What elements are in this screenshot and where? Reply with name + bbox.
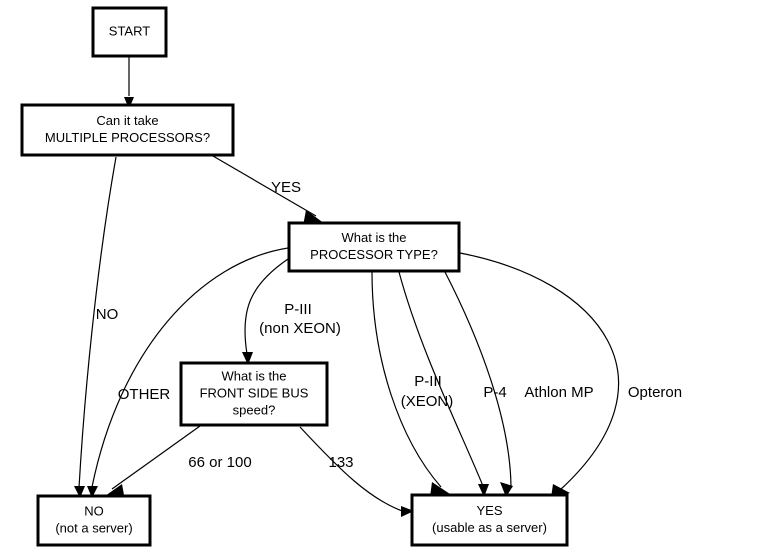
arrow-no-1: [74, 486, 85, 498]
node-label-ptype-0: What is the: [341, 230, 406, 245]
edge-multi-yes-to-ptype: [212, 155, 317, 217]
node-label-start-0: START: [109, 23, 150, 38]
node-start[interactable]: START: [91, 6, 168, 58]
edge-ptype-other-to-no: [91, 247, 289, 488]
edge-ptype-p3nonxeon-to-fsb: [244, 258, 289, 355]
node-no[interactable]: NO (not a server): [36, 494, 152, 547]
edge-label-no-branch: NO: [96, 306, 119, 323]
edge-label-p4-branch: P-4: [483, 384, 506, 401]
edge-label-p3-non-xeon-line2: (non XEON): [259, 320, 341, 337]
edge-fsb-high-to-yes: [299, 426, 406, 513]
node-label-no-0: NO: [84, 503, 104, 518]
node-box-yes[interactable]: [410, 493, 569, 547]
edge-multi-no-to-no: [78, 156, 117, 489]
edge-label-other-branch: OTHER: [118, 386, 171, 403]
node-label-multi-1: MULTIPLE PROCESSORS?: [45, 130, 210, 145]
edge-ptype-opteron-to-yes: [459, 252, 620, 491]
edge-label-opteron-branch: Opteron: [628, 384, 682, 401]
arrow-multi: [124, 97, 134, 109]
edge-ptype-p4-to-yes: [398, 271, 484, 487]
node-box-start[interactable]: [91, 6, 168, 58]
node-label-yes-1: (usable as a server): [432, 520, 547, 535]
arrow-no-2: [87, 486, 98, 498]
node-box-no[interactable]: [36, 494, 152, 547]
node-box-ptype[interactable]: [287, 221, 461, 273]
node-box-fsb[interactable]: [179, 361, 329, 427]
arrow-no-3: [105, 484, 124, 496]
node-label-no-1: (not a server): [55, 520, 132, 535]
node-label-ptype-1: PROCESSOR TYPE?: [310, 247, 438, 262]
edge-label-fsb-high-branch: 133: [328, 454, 353, 471]
edge-ptype-p3xeon-to-yes: [371, 271, 442, 488]
edge-label-yes-branch: YES: [271, 179, 301, 196]
edge-fsb-low-to-no: [111, 425, 201, 490]
edge-label-fsb-low-branch: 66 or 100: [188, 454, 251, 471]
node-yes[interactable]: YES (usable as a server): [410, 493, 569, 547]
arrow-yes-5: [401, 506, 414, 517]
node-label-fsb-2: speed?: [233, 402, 276, 417]
arrowheads-group: [74, 97, 570, 517]
edge-label-athlon-mp-branch: Athlon MP: [524, 384, 593, 401]
arrow-yes-1: [430, 482, 450, 497]
arrow-yes-2: [478, 484, 489, 497]
arrow-yes-3: [500, 482, 513, 497]
edge-label-p3-non-xeon-line1: P-III: [284, 301, 312, 318]
edge-labels-group: YES NO OTHER P-III (non XEON) P-III (XEON) P-4 A…: [96, 179, 682, 471]
edge-label-p3-xeon-line1: P-III: [414, 373, 442, 390]
edges-group: [78, 56, 620, 513]
node-label-multi-0: Can it take: [96, 113, 158, 128]
node-box-multi[interactable]: [20, 103, 235, 157]
node-label-fsb-0: What is the: [221, 368, 286, 383]
arrow-fsb: [242, 352, 253, 365]
edge-ptype-athlon-to-yes: [444, 271, 512, 487]
node-label-fsb-1: FRONT SIDE BUS: [200, 385, 309, 400]
edge-label-p3-xeon-line2: (XEON): [401, 393, 454, 410]
node-label-yes-0: YES: [476, 503, 502, 518]
